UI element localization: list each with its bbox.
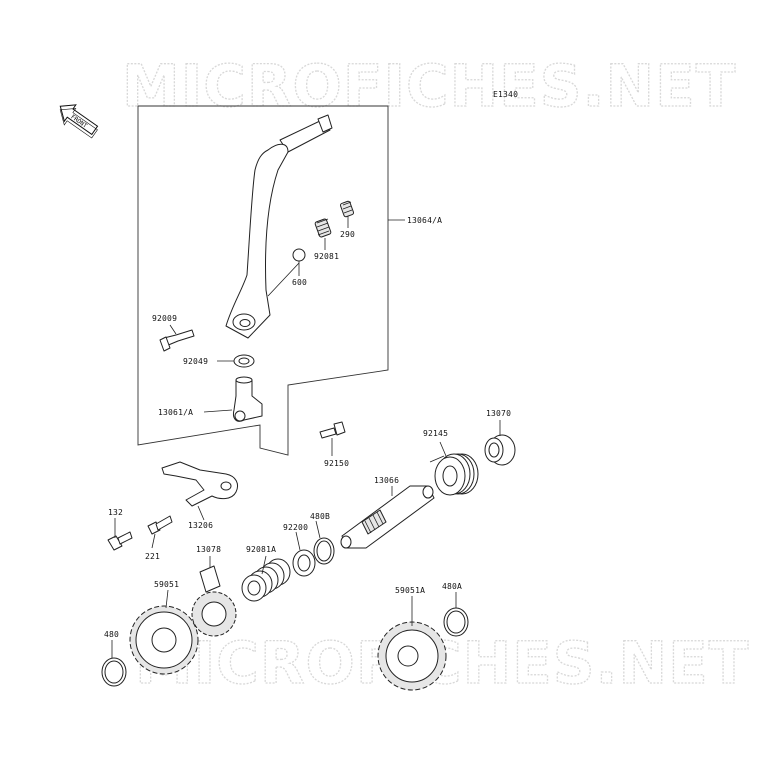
label-13064a: 13064/A: [407, 216, 442, 225]
watermark-top: MICROFICHES.NET: [122, 52, 736, 120]
part-92145-spring: [429, 453, 479, 496]
label-92009: 92009: [152, 314, 177, 323]
part-13061a-boss: [233, 376, 263, 422]
label-480a: 480A: [442, 582, 462, 591]
part-92200-washer: [292, 549, 316, 577]
part-92150-bolt: [319, 421, 346, 439]
part-13070-collar: [484, 434, 516, 466]
part-132-bolt: [107, 531, 133, 551]
assembly-frame: [137, 105, 389, 456]
part-59051-gear: [129, 605, 199, 675]
diagram-code: E1340: [493, 90, 518, 99]
part-92081-spring: [314, 218, 332, 238]
part-480-circlip: [101, 657, 127, 687]
leader-lines: [111, 216, 501, 658]
label-480b: 480B: [310, 512, 330, 521]
part-600-ball: [292, 248, 306, 262]
label-132: 132: [108, 508, 123, 517]
part-290-pin: [339, 200, 355, 218]
label-92145: 92145: [423, 429, 448, 438]
label-600: 600: [292, 278, 307, 287]
label-13070: 13070: [486, 409, 511, 418]
label-92150: 92150: [324, 459, 349, 468]
label-221: 221: [145, 552, 160, 561]
part-480b-circlip: [313, 537, 335, 565]
part-13078-ratchet: [191, 565, 237, 637]
label-13066: 13066: [374, 476, 399, 485]
part-92081a-spring: [241, 558, 291, 602]
part-13066-shaft: [340, 485, 435, 549]
part-92049-washer: [233, 354, 255, 368]
part-13206-guide: [161, 461, 239, 507]
label-290: 290: [340, 230, 355, 239]
kick-pedal-lever: [225, 114, 333, 339]
label-480: 480: [104, 630, 119, 639]
label-92200: 92200: [283, 523, 308, 532]
label-13061a: 13061/A: [158, 408, 193, 417]
label-92081: 92081: [314, 252, 339, 261]
label-92081a: 92081A: [246, 545, 276, 554]
label-92049: 92049: [183, 357, 208, 366]
part-221-screw: [147, 515, 173, 535]
label-13206: 13206: [188, 521, 213, 530]
part-59051a-gear: [377, 621, 447, 691]
label-59051: 59051: [154, 580, 179, 589]
part-480a-circlip: [443, 607, 469, 637]
part-92009-bolt: [159, 329, 195, 352]
label-13078: 13078: [196, 545, 221, 554]
front-arrow-icon: FRONT: [59, 104, 99, 139]
label-59051a: 59051A: [395, 586, 425, 595]
